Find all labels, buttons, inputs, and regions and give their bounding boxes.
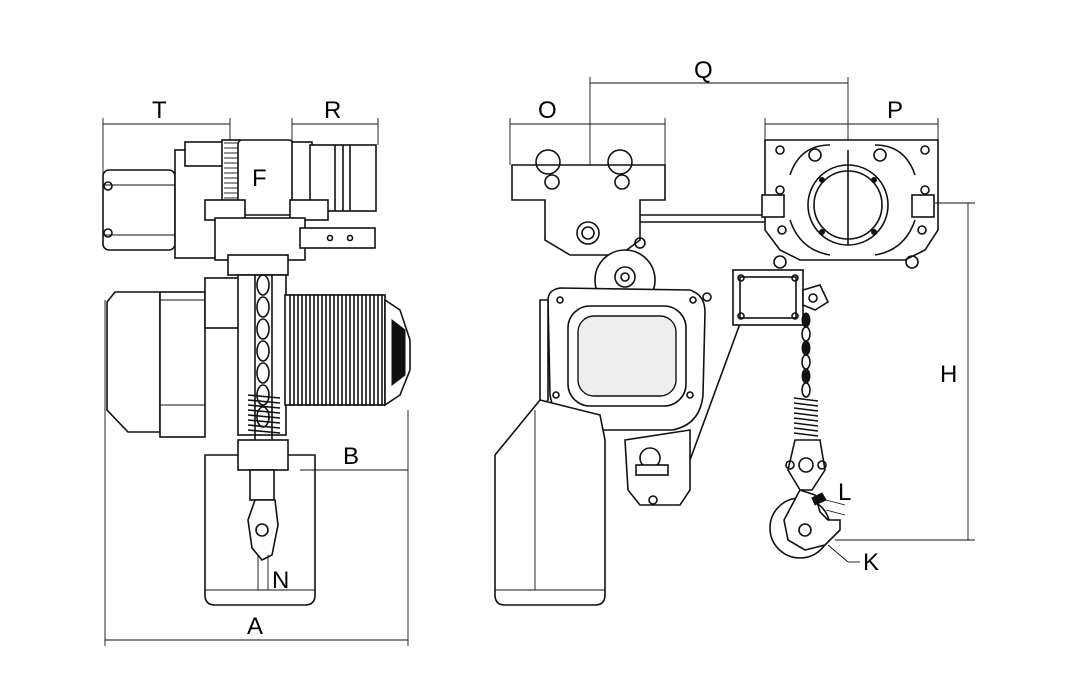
- hoist-body-front: [539, 249, 712, 431]
- trolley-right: [761, 139, 939, 269]
- chain-link: [801, 312, 811, 328]
- motor-fin: [377, 294, 383, 406]
- dimension-n: N: [257, 555, 289, 594]
- spring-coil: [793, 417, 819, 422]
- label-t: T: [152, 97, 167, 124]
- front-chain: [785, 312, 827, 491]
- spring-coil: [247, 424, 281, 429]
- chain-link: [256, 340, 270, 362]
- chain-link: [801, 354, 811, 370]
- motor-fin: [345, 294, 351, 406]
- dimension-p: P: [764, 97, 939, 140]
- chain-link: [801, 368, 811, 384]
- trolley-motor: [102, 141, 226, 259]
- front-view: Q O P: [494, 57, 975, 606]
- trolley-frame: [204, 141, 377, 261]
- side-view: T R F: [102, 97, 411, 646]
- control-box: [732, 269, 830, 326]
- gear-wheel: F: [221, 139, 294, 216]
- chain-link: [256, 274, 270, 296]
- label-n: N: [272, 567, 289, 594]
- label-q: Q: [694, 57, 713, 84]
- spring-coil: [793, 402, 819, 407]
- chain-link: [801, 382, 811, 398]
- spring-coil: [793, 432, 819, 437]
- hoist-motor: [284, 294, 411, 407]
- motor-fin: [329, 294, 335, 406]
- motor-fin: [353, 294, 359, 406]
- chain-link: [801, 326, 811, 342]
- label-f: F: [252, 165, 267, 192]
- hoist-gearbox: [106, 277, 251, 438]
- dimension-k: K: [827, 544, 879, 576]
- motor-fin: [337, 294, 343, 406]
- dimension-h: H: [835, 202, 975, 541]
- dimension-l: L: [825, 479, 851, 516]
- label-o: O: [538, 97, 557, 124]
- chain-bag-front: [494, 399, 606, 606]
- spring-coil: [247, 404, 281, 409]
- side-hook: [237, 439, 289, 561]
- motor-fin: [289, 294, 295, 406]
- label-l: L: [838, 479, 851, 506]
- label-p: P: [887, 97, 903, 124]
- spring-coil: [247, 414, 281, 419]
- dimension-a: A: [104, 300, 409, 646]
- label-b: B: [343, 443, 359, 470]
- chain-link: [256, 384, 270, 406]
- spring-coil: [793, 407, 819, 412]
- spring-coil: [793, 412, 819, 417]
- front-hook: [769, 489, 841, 559]
- chain-link: [256, 318, 270, 340]
- label-h: H: [940, 361, 957, 388]
- label-r: R: [324, 97, 341, 124]
- spring-coil: [247, 394, 281, 399]
- motor-fin: [305, 294, 311, 406]
- trolley-front: [511, 149, 770, 256]
- spring-coil: [793, 427, 819, 432]
- motor-fin: [313, 294, 319, 406]
- motor-fin: [297, 294, 303, 406]
- chain-column: [227, 254, 289, 440]
- spring-coil: [793, 422, 819, 427]
- label-a: A: [247, 613, 263, 640]
- chain-link: [256, 296, 270, 318]
- spring-coil: [247, 399, 281, 404]
- chain-link: [801, 340, 811, 356]
- spring-coil: [247, 409, 281, 414]
- motor-fin: [321, 294, 327, 406]
- motor-fin: [361, 294, 367, 406]
- dimension-o: O: [509, 97, 666, 165]
- chain-link: [256, 362, 270, 384]
- dimension-t: T: [102, 97, 231, 190]
- dimension-b: B: [300, 443, 408, 471]
- spring-coil: [247, 419, 281, 424]
- spring-coil: [793, 397, 819, 402]
- dimension-r: R: [291, 97, 379, 145]
- lower-block-front: [624, 309, 746, 506]
- spring-coil: [247, 429, 281, 434]
- motor-fin: [369, 294, 375, 406]
- label-k: K: [863, 549, 879, 576]
